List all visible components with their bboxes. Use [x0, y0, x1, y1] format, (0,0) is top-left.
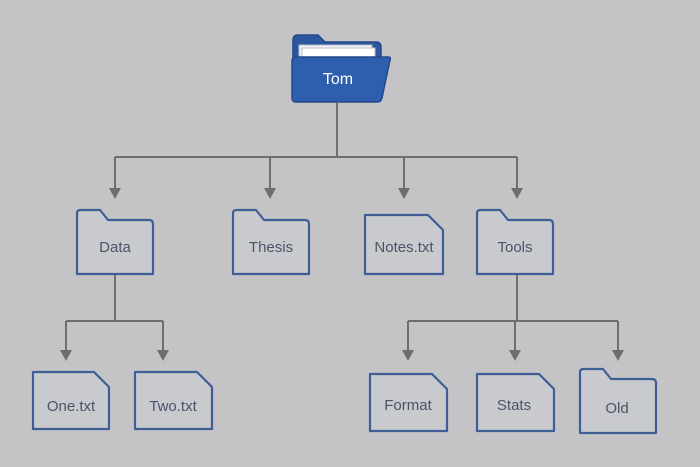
open-folder-icon: [291, 34, 392, 103]
arrow-to-two: [157, 350, 169, 361]
node-label: Thesis: [249, 239, 293, 256]
node-label: Data: [99, 239, 131, 256]
arrow-to-one: [60, 350, 72, 361]
node-label: Stats: [497, 397, 531, 414]
file-icon: [368, 372, 449, 433]
node-root[interactable]: Tom: [291, 34, 392, 103]
folder-icon: [475, 208, 555, 276]
file-icon: [475, 372, 556, 433]
file-icon: [363, 213, 445, 276]
node-tools[interactable]: Tools: [475, 208, 555, 276]
node-old[interactable]: Old: [578, 367, 658, 435]
node-format[interactable]: Format: [368, 372, 449, 433]
arrow-to-tools: [511, 188, 523, 199]
node-label: Tools: [497, 239, 532, 256]
node-notes-txt[interactable]: Notes.txt: [363, 213, 445, 276]
node-one-txt[interactable]: One.txt: [31, 370, 111, 431]
file-icon: [31, 370, 111, 431]
node-data[interactable]: Data: [75, 208, 155, 276]
arrow-to-thesis: [264, 188, 276, 199]
connectors: [60, 103, 624, 361]
folder-icon: [75, 208, 155, 276]
node-two-txt[interactable]: Two.txt: [133, 370, 214, 431]
node-stats[interactable]: Stats: [475, 372, 556, 433]
folder-icon: [231, 208, 311, 276]
node-thesis[interactable]: Thesis: [231, 208, 311, 276]
arrow-to-old: [612, 350, 624, 361]
node-label: Two.txt: [149, 398, 197, 415]
folder-icon: [578, 367, 658, 435]
arrow-to-notes: [398, 188, 410, 199]
node-label: Format: [384, 397, 432, 414]
arrow-to-stats: [509, 350, 521, 361]
file-icon: [133, 370, 214, 431]
arrow-to-data: [109, 188, 121, 199]
node-label: One.txt: [47, 398, 96, 415]
node-label: Old: [605, 400, 628, 417]
root-label: Tom: [323, 71, 353, 88]
arrow-to-format: [402, 350, 414, 361]
node-label: Notes.txt: [374, 239, 434, 256]
